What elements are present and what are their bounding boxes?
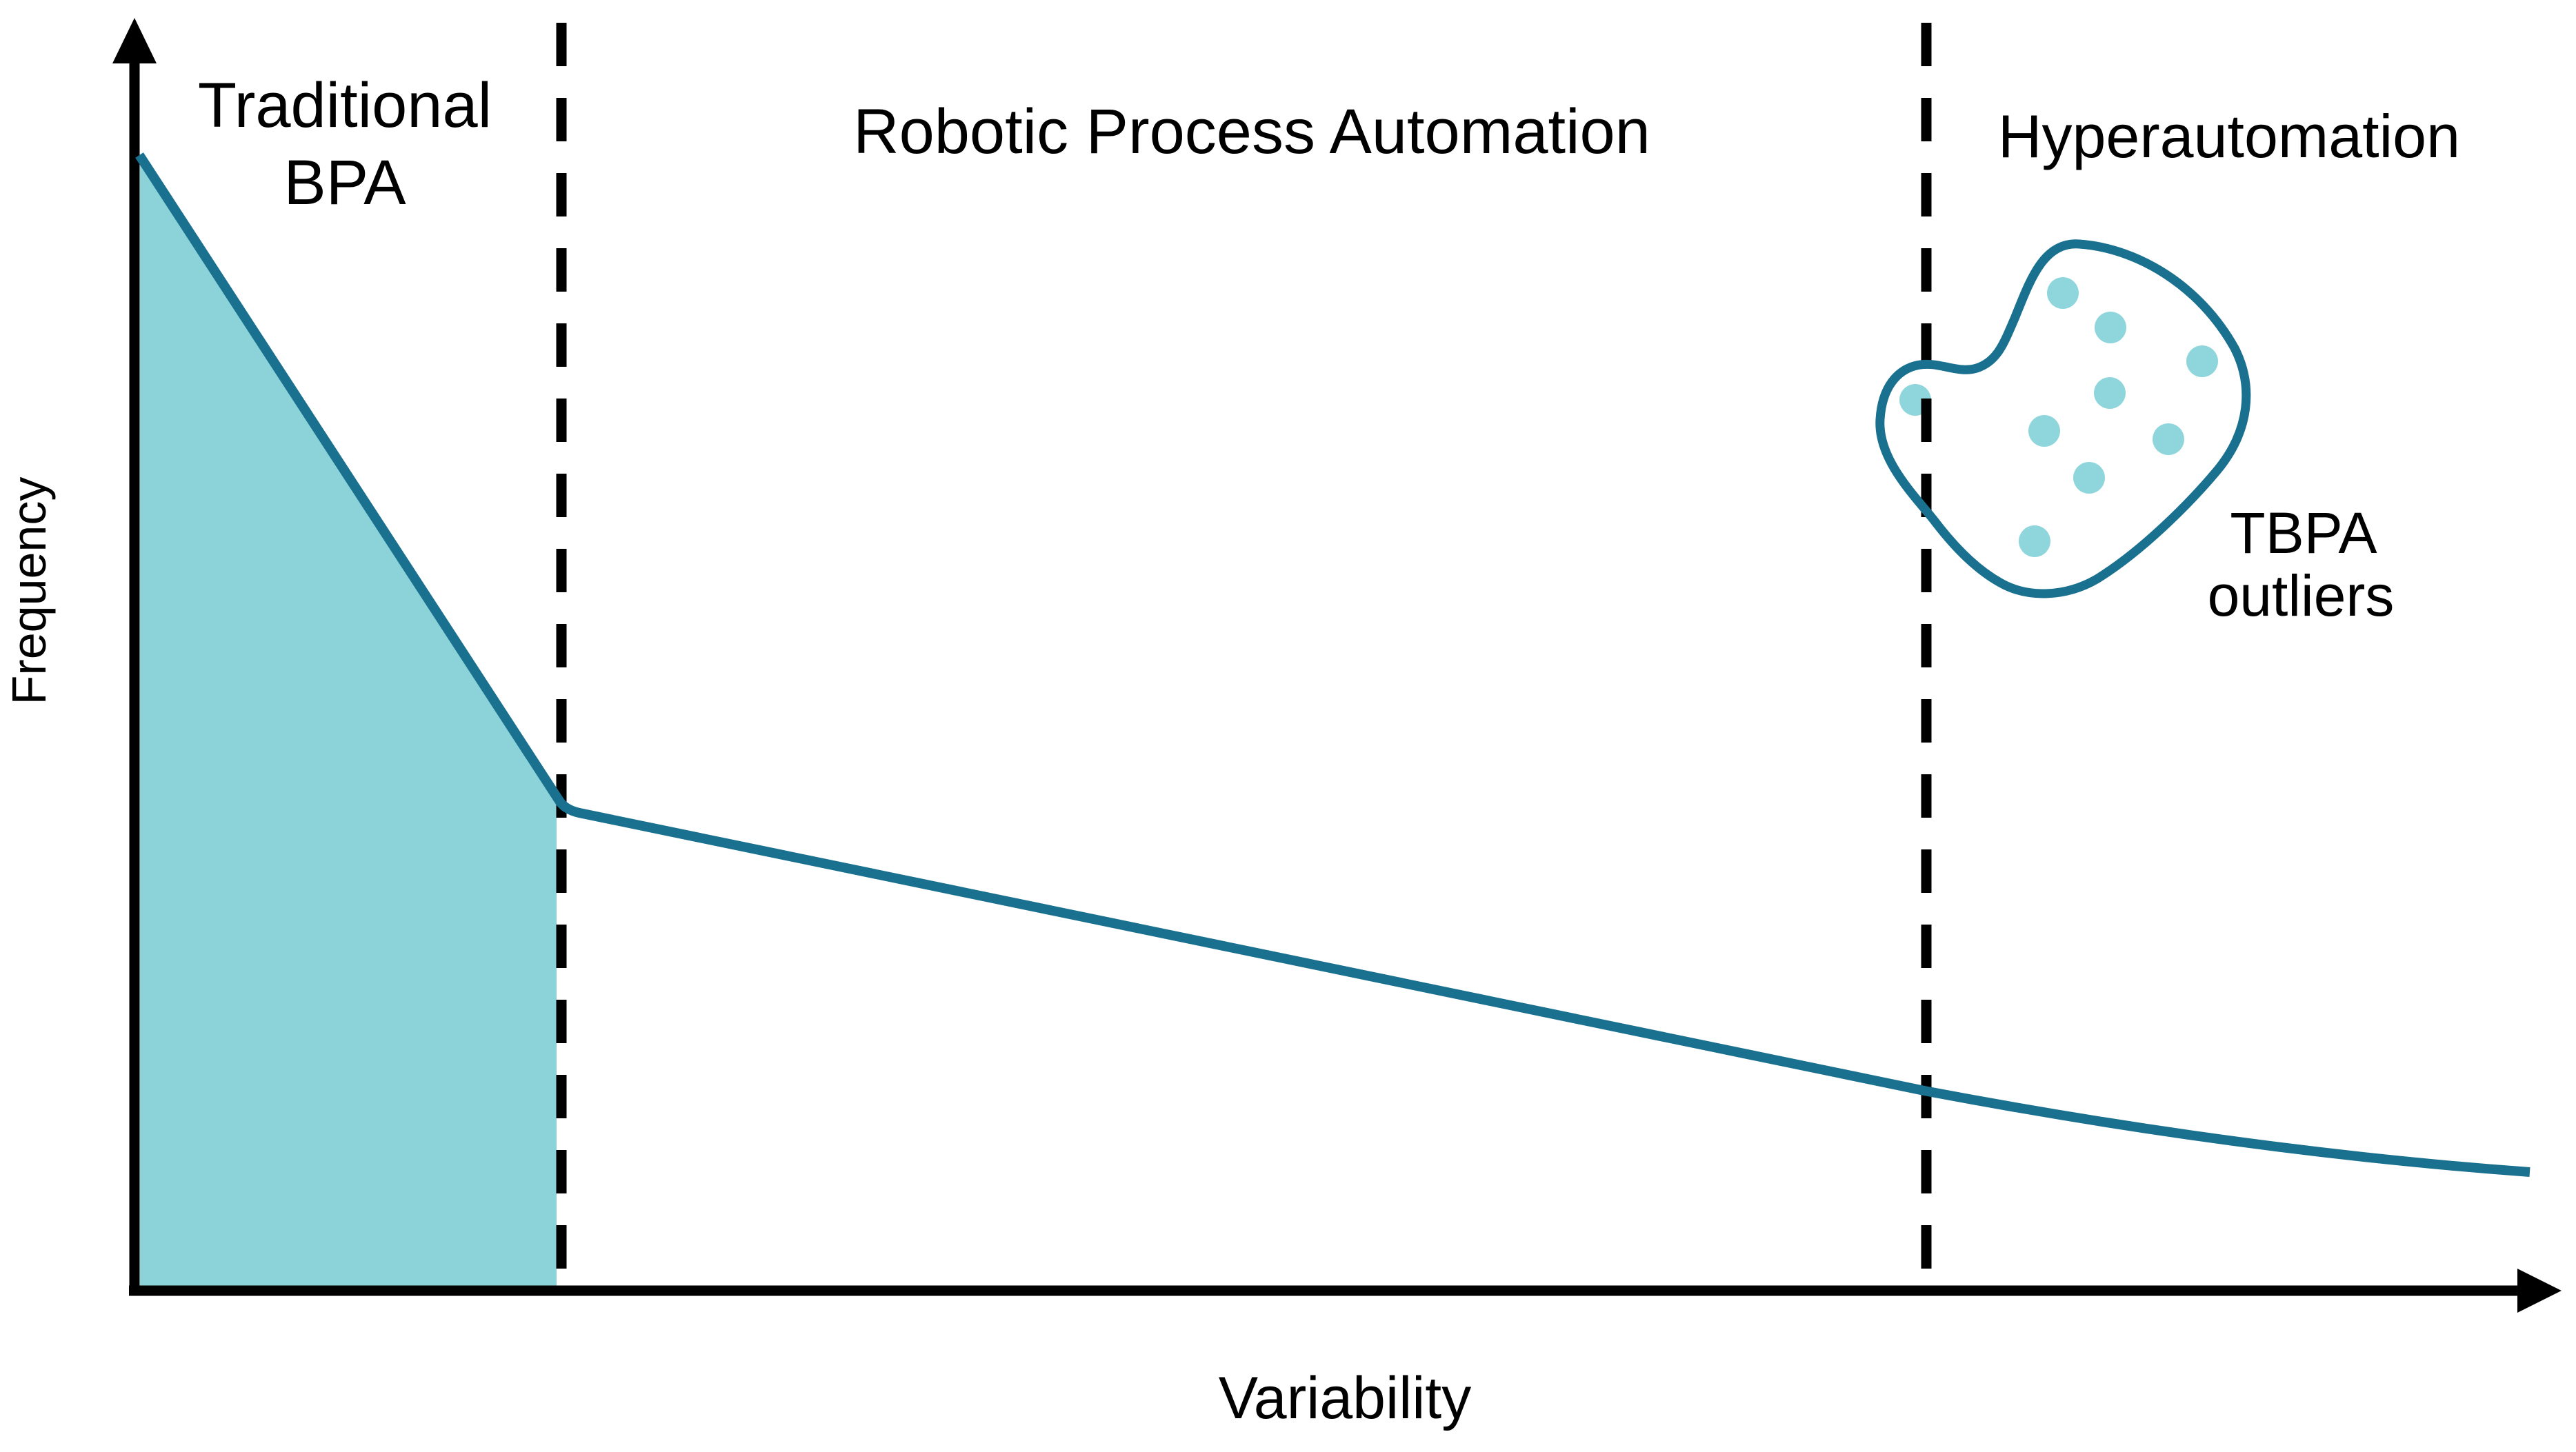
frequency-curve xyxy=(135,152,2530,1177)
region-label-traditional-line2: BPA xyxy=(283,148,406,218)
outlier-dot xyxy=(2153,423,2184,455)
annotation-tbpa-line1: TBPA xyxy=(2230,501,2377,565)
outlier-dot xyxy=(2028,415,2060,447)
region-label-rpa: Robotic Process Automation xyxy=(853,97,1650,167)
region-label-traditional-line1: Traditional xyxy=(198,70,492,141)
y-axis-arrowhead-icon xyxy=(112,18,157,63)
outlier-dots-group xyxy=(1899,277,2218,557)
outlier-dot xyxy=(2047,277,2079,309)
outlier-dot xyxy=(2095,312,2126,343)
outlier-dot xyxy=(2073,462,2105,494)
outlier-dot xyxy=(2094,377,2126,409)
annotation-tbpa-line2: outliers xyxy=(2208,563,2395,628)
x-axis-arrowhead-icon xyxy=(2517,1269,2562,1313)
region-label-hyperautomation: Hyperautomation xyxy=(1998,102,2460,170)
outlier-dot xyxy=(2186,345,2218,377)
tbpa-outliers-blob-outline xyxy=(1875,239,2251,598)
outlier-dot xyxy=(2019,525,2050,557)
y-axis-label: Frequency xyxy=(2,477,56,705)
traditional-bpa-shaded-area xyxy=(140,162,557,1286)
x-axis-label: Variability xyxy=(1219,1365,1471,1431)
